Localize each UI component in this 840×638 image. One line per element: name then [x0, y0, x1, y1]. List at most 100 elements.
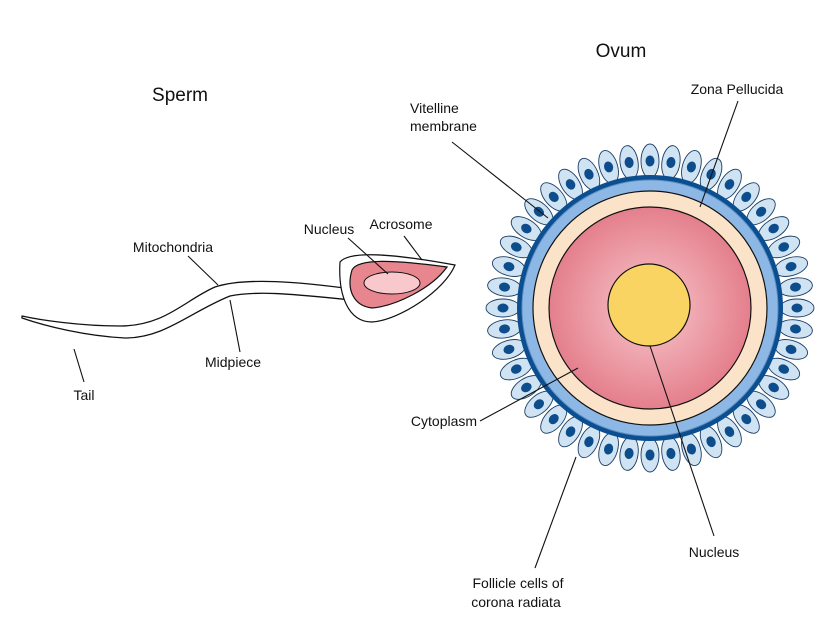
label-midpiece: Midpiece: [205, 354, 261, 370]
follicle-cell-nucleus: [510, 364, 522, 374]
follicle-cell-nucleus: [521, 382, 532, 393]
follicle-cell-nucleus: [785, 344, 797, 354]
pointer-zona-pellucida: [699, 100, 739, 208]
pointer-ovum-nucleus: [649, 345, 715, 537]
follicle-cell: [540, 404, 568, 434]
label-ovum-nucleus: Nucleus: [689, 544, 740, 560]
follicle-cell-nucleus: [666, 157, 676, 168]
follicle-cell-nucleus: [756, 206, 767, 217]
follicle-cell: [767, 357, 801, 381]
follicle-cell: [487, 319, 522, 339]
follicle-cell-nucleus: [645, 449, 655, 461]
corona-radiata: [485, 143, 815, 473]
follicle-cell: [499, 235, 533, 259]
follicle-cell-nucleus: [503, 262, 515, 272]
follicle-cell-nucleus: [497, 303, 509, 313]
follicle-cell-nucleus: [686, 443, 696, 455]
follicle-cell: [778, 319, 813, 339]
pointer-sperm-nucleus: [347, 237, 389, 275]
follicle-cell-nucleus: [584, 168, 594, 180]
follicle-cell: [681, 149, 702, 184]
follicle-cell-nucleus: [604, 443, 614, 455]
follicle-cell-nucleus: [624, 448, 634, 459]
follicle-cell-nucleus: [741, 191, 752, 202]
follicle-cell: [774, 339, 809, 360]
follicle-cell: [558, 168, 583, 200]
pointer-acrosome: [403, 235, 423, 261]
follicle-cell: [661, 145, 681, 180]
follicle-cell-nucleus: [666, 448, 676, 459]
follicle-cell-nucleus: [706, 436, 716, 448]
ovum-title: Ovum: [596, 41, 647, 62]
follicle-cell: [746, 198, 776, 226]
label-tail: Tail: [73, 387, 94, 403]
follicle-cell: [778, 277, 813, 297]
follicle-cell: [661, 436, 681, 471]
pointer-mitochondria: [187, 255, 219, 286]
pointer-cytoplasm: [479, 367, 579, 422]
follicle-cell-nucleus: [790, 282, 801, 292]
follicle-cell: [598, 149, 619, 184]
follicle-cell-nucleus: [791, 303, 803, 313]
follicle-cell-nucleus: [521, 223, 532, 234]
follicle-cell: [717, 416, 742, 448]
pointer-tail: [73, 348, 85, 383]
pointer-midpiece: [229, 299, 241, 353]
follicle-cell-nucleus: [499, 324, 510, 334]
label-vitelline-line1: Vitelline: [410, 100, 459, 116]
follicle-cell: [681, 432, 702, 467]
label-cytoplasm: Cytoplasm: [411, 413, 477, 429]
pointer-vitelline: [451, 141, 549, 219]
follicle-cell-nucleus: [624, 157, 634, 168]
follicle-cell-nucleus: [548, 414, 559, 425]
follicle-cell: [619, 145, 639, 180]
follicle-cell: [487, 277, 522, 297]
follicle-cell: [732, 182, 760, 212]
follicle-cell-nucleus: [565, 426, 576, 437]
follicle-cell-nucleus: [604, 161, 614, 173]
follicle-cell: [491, 339, 526, 360]
sperm-pointers: [73, 235, 423, 383]
label-acrosome: Acrosome: [369, 216, 432, 232]
follicle-cell-nucleus: [533, 399, 544, 410]
ovum-pointers: [451, 100, 739, 569]
ovum-nucleus: [607, 263, 691, 347]
follicle-cell: [640, 143, 660, 179]
follicle-cell-nucleus: [724, 179, 735, 190]
follicle-cell-nucleus: [741, 414, 752, 425]
follicle-cell-nucleus: [706, 168, 716, 180]
follicle-cell: [491, 256, 526, 277]
sperm-title: Sperm: [152, 85, 208, 106]
follicle-cell-nucleus: [584, 436, 594, 448]
follicle-cell: [699, 425, 723, 459]
sperm: [21, 254, 456, 339]
follicle-cell-nucleus: [503, 344, 515, 354]
follicle-cell-nucleus: [510, 242, 522, 252]
follicle-cell: [640, 437, 660, 473]
follicle-cell-nucleus: [724, 426, 735, 437]
follicle-cell: [485, 298, 521, 318]
label-sperm-nucleus: Nucleus: [304, 221, 355, 237]
follicle-cell-nucleus: [686, 161, 696, 173]
follicle-cell-nucleus: [499, 282, 510, 292]
follicle-cell: [732, 404, 760, 434]
follicle-cell-nucleus: [768, 382, 779, 393]
follicle-cell-nucleus: [756, 399, 767, 410]
label-vitelline-line2: membrane: [410, 118, 477, 134]
sperm-tail: [21, 280, 353, 339]
follicle-cell-nucleus: [548, 191, 559, 202]
follicle-cell-nucleus: [565, 179, 576, 190]
follicle-cell-nucleus: [645, 155, 655, 167]
follicle-cell: [619, 436, 639, 471]
follicle-cell: [510, 375, 542, 400]
label-zona-pellucida: Zona Pellucida: [691, 81, 784, 97]
follicle-cell: [779, 298, 815, 318]
ovum: [485, 143, 815, 473]
label-follicle-line2: corona radiata: [471, 594, 561, 610]
follicle-cell-nucleus: [790, 324, 801, 334]
follicle-cell-nucleus: [768, 223, 779, 234]
follicle-cell-nucleus: [785, 262, 797, 272]
follicle-cell: [699, 157, 723, 191]
follicle-cell-nucleus: [778, 242, 790, 252]
